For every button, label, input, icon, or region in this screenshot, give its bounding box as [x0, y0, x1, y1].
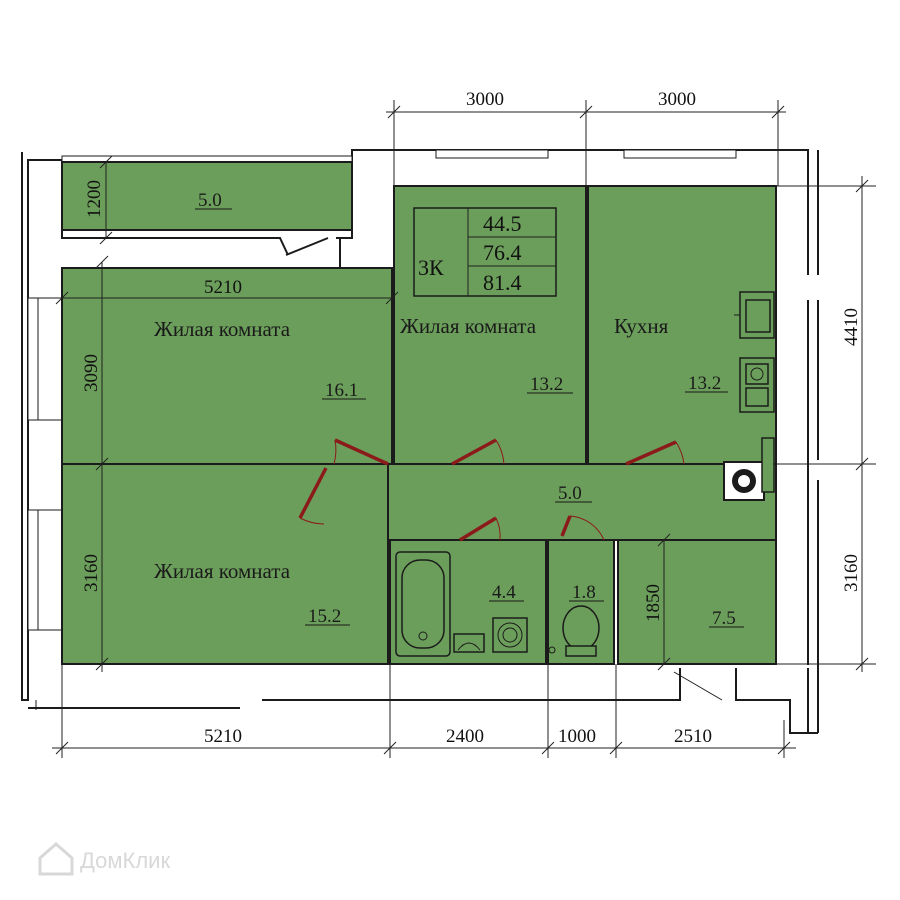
kitchen-name: Кухня	[614, 314, 669, 338]
dim-room1-depth: 3090	[81, 354, 102, 392]
watermark-text: ДомКлик	[80, 848, 170, 873]
dimension-bottom: 5210 2400 1000 2510	[52, 664, 796, 758]
living-room-1-name: Жилая комната	[154, 317, 291, 341]
domclick-watermark: ДомКлик	[38, 842, 170, 876]
toilet-area: 1.8	[572, 582, 596, 603]
boiler-icon	[723, 437, 775, 501]
kitchen-area: 13.2	[688, 373, 721, 394]
kitchen-sink-icon	[734, 291, 775, 339]
living-room-2-floor	[393, 185, 587, 465]
toilet-icon	[548, 605, 600, 657]
dim-hall-depth: 1850	[643, 584, 664, 622]
dim-bottom-2: 2400	[446, 726, 484, 747]
living-room-1-floor	[61, 267, 393, 465]
dim-bottom-1: 5210	[204, 726, 242, 747]
dimension-right: 4410 3160	[776, 176, 876, 672]
door-bathroom	[459, 516, 501, 542]
dim-top-right: 3000	[658, 89, 696, 110]
door-entrance	[673, 671, 723, 701]
door-living-room-3	[298, 467, 328, 525]
bathtub-icon	[395, 551, 451, 657]
apartment-summary: 3К 44.5 76.4 81.4	[413, 207, 557, 297]
hall-area: 7.5	[712, 608, 736, 629]
corridor-floor	[323, 463, 777, 541]
dimension-room1-width: 5210	[55, 277, 399, 305]
total-area-value: 76.4	[483, 240, 522, 265]
hall-floor	[617, 539, 777, 665]
dim-right-upper: 4410	[841, 308, 862, 346]
corridor-area: 5.0	[558, 483, 582, 504]
dim-top-left: 3000	[466, 89, 504, 110]
top-windows	[61, 149, 737, 163]
left-windows	[27, 297, 63, 631]
dim-balcony-depth: 1200	[84, 180, 105, 218]
dimension-balcony: 1200	[84, 155, 113, 245]
washing-machine-icon	[492, 617, 528, 653]
area-with-balcony-value: 81.4	[483, 270, 522, 295]
living-area-value: 44.5	[483, 211, 522, 236]
dim-room1-width: 5210	[204, 277, 242, 298]
living-room-3-name: Жилая комната	[154, 559, 291, 583]
door-toilet	[560, 515, 605, 541]
door-kitchen	[625, 440, 685, 466]
home-icon	[38, 842, 74, 876]
dimension-top: 3000 3000	[386, 89, 786, 186]
living-room-1-area: 16.1	[325, 380, 358, 401]
dim-bottom-4: 2510	[674, 726, 712, 747]
balcony-area: 5.0	[198, 190, 222, 211]
apartment-type: 3К	[418, 255, 444, 280]
bathroom-area: 4.4	[492, 582, 516, 603]
dimension-left-vertical: 3090 3160	[81, 255, 109, 672]
stove-icon	[739, 357, 775, 413]
door-living-room-1	[333, 438, 389, 466]
sink-icon	[453, 633, 485, 653]
dim-room3-depth: 3160	[81, 554, 102, 592]
living-room-2-area: 13.2	[530, 374, 563, 395]
dim-bottom-3: 1000	[558, 726, 596, 747]
living-room-3-floor	[61, 463, 389, 665]
dim-right-lower: 3160	[841, 554, 862, 592]
dimension-hall-depth: 1850	[643, 533, 671, 671]
vestibule-walls	[285, 237, 341, 268]
door-living-room-2	[451, 438, 505, 466]
balcony-rail	[61, 162, 353, 256]
living-room-2-name: Жилая комната	[400, 314, 537, 338]
living-room-3-area: 15.2	[308, 606, 341, 627]
